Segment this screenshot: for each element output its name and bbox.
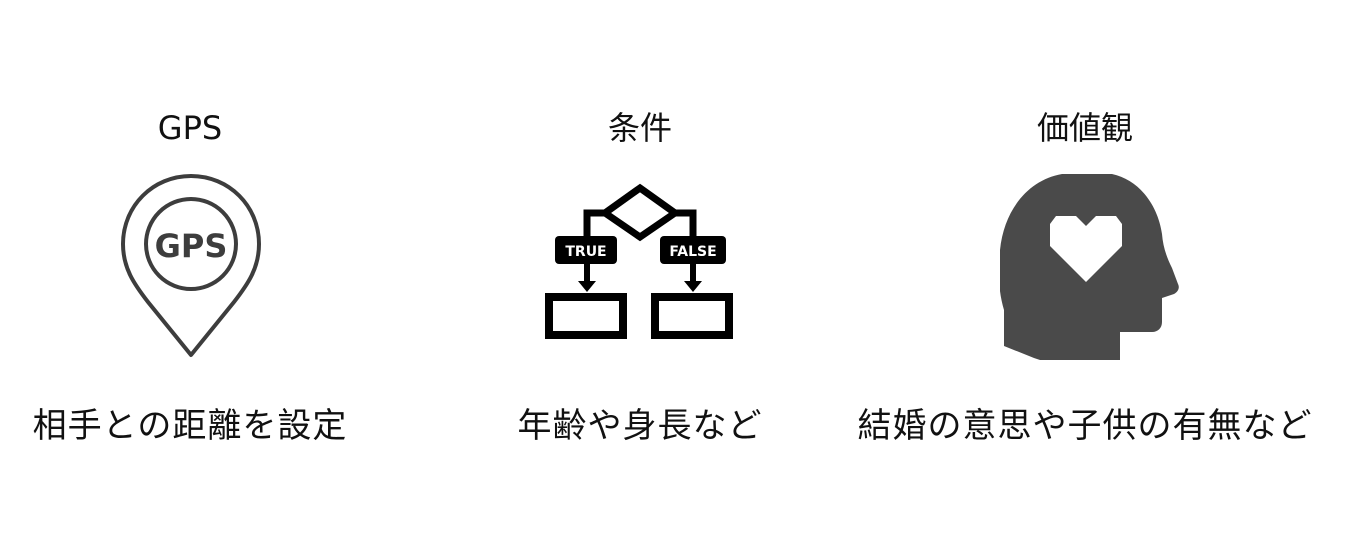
gps-pin-icon: GPS bbox=[120, 172, 262, 364]
feature-caption: 相手との距離を設定 bbox=[32, 406, 348, 446]
feature-heading: 条件 bbox=[607, 109, 672, 147]
gps-icon-label: GPS bbox=[155, 227, 228, 265]
feature-heading: 価値観 bbox=[1036, 109, 1133, 147]
flowchart-condition-icon: TRUE FALSE bbox=[543, 172, 737, 346]
feature-heading: GPS bbox=[157, 109, 223, 147]
feature-caption: 年齢や身長など bbox=[517, 406, 763, 446]
false-label: FALSE bbox=[669, 244, 716, 260]
feature-conditions: 条件 TRUE FALSE 年齢や身長など bbox=[450, 0, 830, 560]
feature-values: 価値観 結婚の意思や子供の有無など bbox=[830, 0, 1340, 560]
true-label: TRUE bbox=[565, 244, 606, 260]
feature-caption: 結婚の意思や子供の有無など bbox=[857, 406, 1313, 446]
head-heart-icon bbox=[998, 172, 1180, 366]
feature-gps: GPS GPS 相手との距離を設定 bbox=[0, 0, 380, 560]
